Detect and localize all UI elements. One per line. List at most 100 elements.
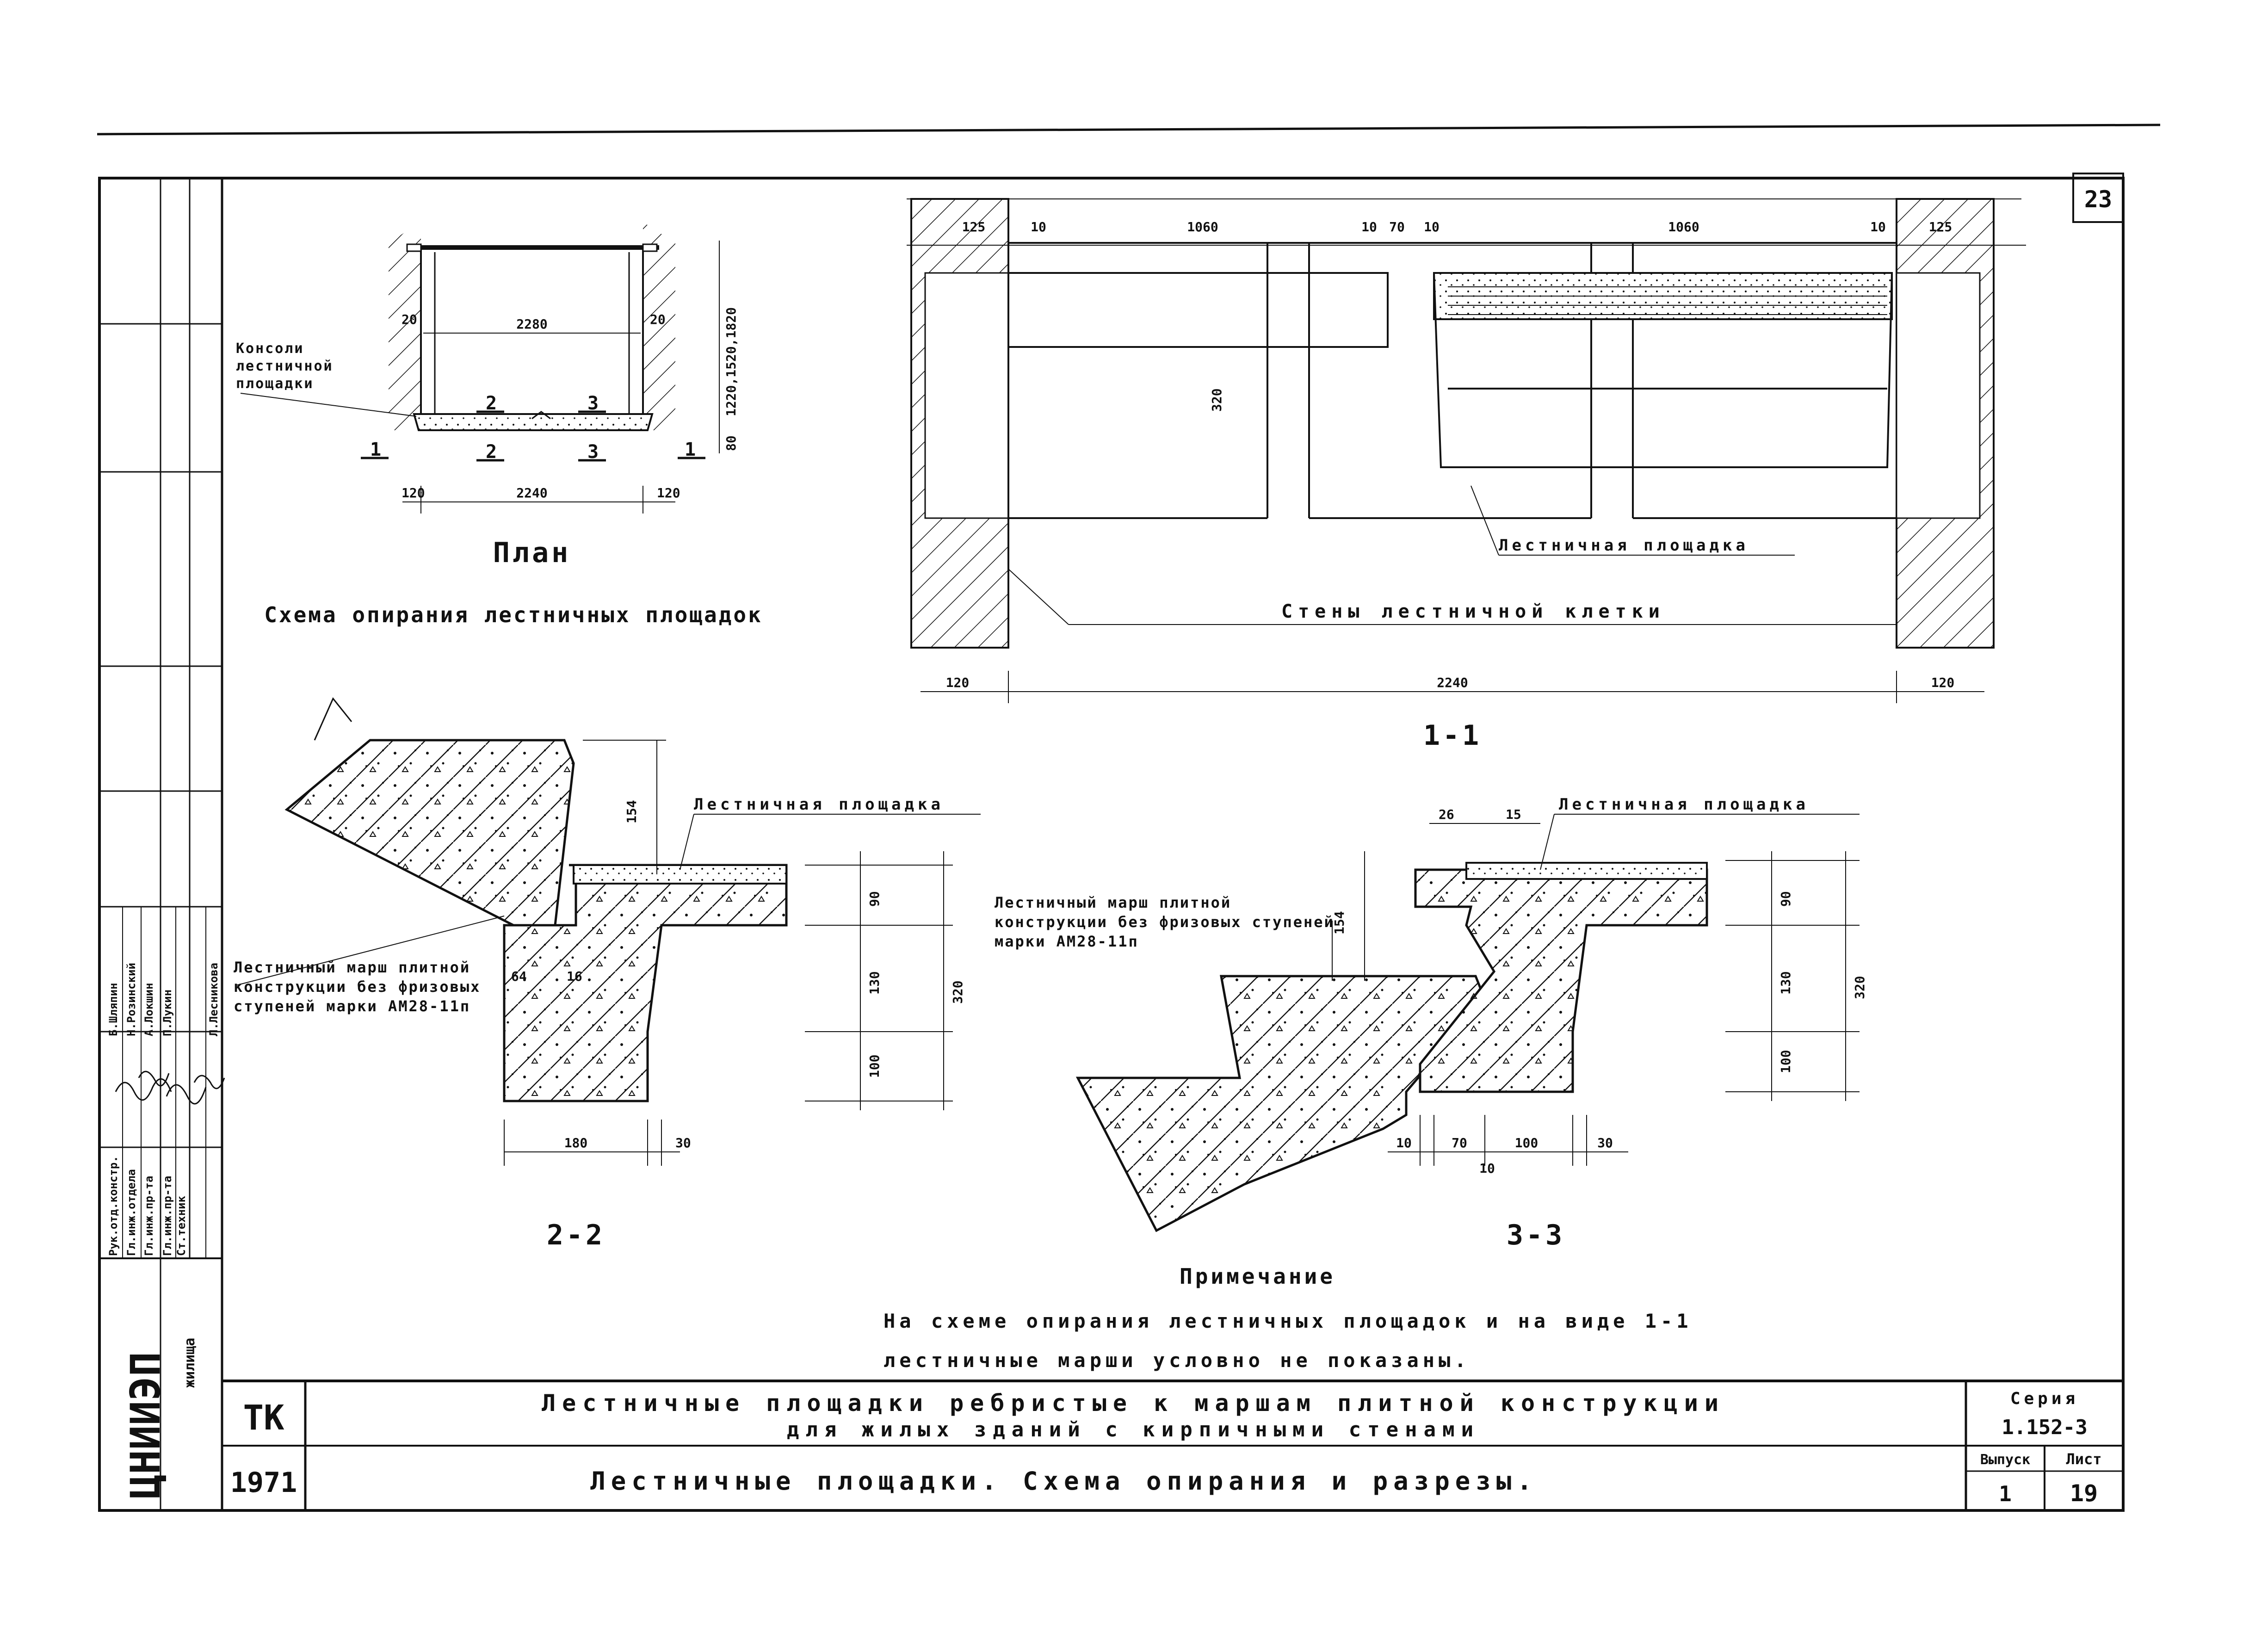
- label-1-1-walls: Стены лестничной клетки: [1281, 601, 1665, 622]
- dim-3-3-bottom-3: 30: [1597, 1135, 1613, 1151]
- dim-3-3-320: 320: [1852, 976, 1867, 999]
- dim-1-1-top-4: 70: [1389, 219, 1405, 235]
- dim-2-2-130: 130: [867, 971, 882, 995]
- dim-1-1-top-6: 1060: [1668, 219, 1699, 235]
- section-1-1-title: 1-1: [1423, 719, 1482, 752]
- dim-1-1-top-5: 10: [1424, 219, 1440, 235]
- label-2-2-flight: Лестничный марш плитной конструкции без …: [234, 959, 481, 1015]
- staff-name: Б.Шляпин: [107, 983, 120, 1036]
- dim-2-2-100: 100: [867, 1054, 882, 1078]
- section-mark-1-left: 1: [370, 439, 381, 460]
- staff-role: Гл.инж.отдела: [125, 1169, 138, 1256]
- sheet-value: 19: [2070, 1480, 2098, 1507]
- dim-1-1-bottom-left: 120: [946, 675, 970, 690]
- note-line-1: На схеме опирания лестничных площадок и …: [884, 1310, 1693, 1332]
- stamp-year: 1971: [230, 1466, 297, 1499]
- title-line-2: для жилых зданий с кирпичными стенами: [787, 1418, 1480, 1442]
- signature: [115, 1078, 172, 1101]
- staff-role: Рук.отд.констр.: [107, 1156, 120, 1256]
- staff-role: Гл.инж.пр-та: [161, 1176, 174, 1256]
- title-block: ТК 1971 Лестничные площадки ребристые к …: [222, 1380, 2123, 1510]
- dim-1-1-top-3: 10: [1361, 219, 1377, 235]
- dim-3-3-bottom-2: 100: [1515, 1135, 1538, 1151]
- dim-3-3-15: 15: [1506, 807, 1521, 822]
- section-mark-2-bottom: 2: [486, 441, 497, 463]
- plan-dim-20-right: 20: [650, 312, 666, 327]
- section-2-2-title: 2-2: [547, 1219, 605, 1251]
- plan-dim-80: 80: [723, 435, 739, 451]
- section-3-3-title: 3-3: [1507, 1219, 1565, 1251]
- plan-dim-120-left: 120: [402, 485, 425, 501]
- note-line-2: лестничные марши условно не показаны.: [884, 1349, 1470, 1372]
- left-stamp-strip: [98, 177, 225, 1512]
- section-3-3: 154 26 15 90 130 100 320 10 70 100 30 10…: [995, 795, 1867, 1251]
- dim-3-3-100: 100: [1778, 1050, 1793, 1073]
- dim-3-3-90: 90: [1778, 891, 1793, 907]
- dim-3-3-154: 154: [1332, 911, 1347, 934]
- dim-3-3-bottom-1: 70: [1452, 1135, 1467, 1151]
- staff-role: Гл.инж.пр-та: [142, 1176, 155, 1256]
- dim-2-2-16: 16: [567, 969, 582, 984]
- label-2-2-landing: Лестничная площадка: [694, 795, 944, 814]
- label-1-1-landing: Лестничная площадка: [1499, 536, 1749, 555]
- plan-view: 1 1 2 3 2 3 2280 20 20 1220,1520,1820 80…: [236, 222, 763, 627]
- plan-dim-120-right: 120: [657, 485, 680, 501]
- section-1-1: 125 10 1060 10 70 10 1060 10 125 320 Лес…: [907, 198, 2026, 752]
- plan-console-label: Консоли лестничной площадки: [236, 340, 334, 392]
- dim-2-2-180: 180: [564, 1135, 588, 1151]
- dim-1-1-height: 320: [1209, 388, 1224, 412]
- title-line-3: Лестничные площадки. Схема опирания и ра…: [590, 1466, 1538, 1496]
- stamp-org: ЦНИИЭП: [122, 1352, 169, 1499]
- signature: [193, 1075, 225, 1089]
- staff-name: А.Локшин: [142, 983, 155, 1036]
- issue-value: 1: [1999, 1481, 2012, 1506]
- label-3-3-flight: Лестничный марш плитной конструкции без …: [995, 894, 1335, 950]
- signature: [138, 1070, 170, 1087]
- note-heading: Примечание: [1180, 1264, 1335, 1289]
- dim-1-1-bottom-total: 2240: [1437, 675, 1468, 690]
- label-3-3-landing: Лестничная площадка: [1559, 795, 1809, 814]
- dim-2-2-154: 154: [624, 800, 639, 823]
- plan-dim-2240: 2240: [516, 485, 547, 501]
- section-mark-2-top: 2: [486, 393, 497, 414]
- plan-title: План: [493, 537, 571, 569]
- staff-roles: Рук.отд.констр. Гл.инж.отдела Гл.инж.пр-…: [107, 1156, 188, 1256]
- plan-dim-side: 1220,1520,1820: [723, 307, 739, 416]
- sheet-label: Лист: [2066, 1450, 2101, 1468]
- series-value: 1.152-3: [2002, 1416, 2087, 1439]
- dim-3-3-bottom-0: 10: [1396, 1135, 1412, 1151]
- staff-name: П.Лукин: [161, 990, 174, 1036]
- staff-name: Н.Розинский: [125, 963, 138, 1036]
- section-mark-3-top: 3: [587, 393, 599, 414]
- sheet-number-box: 23: [2072, 173, 2124, 223]
- dim-3-3-10b: 10: [1479, 1161, 1495, 1176]
- dim-1-1-top-7: 10: [1870, 219, 1886, 235]
- section-2-2: 90 130 100 320 154 64 16 180 30 Лестничн…: [234, 697, 981, 1251]
- dim-1-1-top-1: 10: [1031, 219, 1046, 235]
- section-mark-1-right: 1: [685, 439, 696, 460]
- stamp-org-2: жилища: [182, 1338, 198, 1388]
- note-block: Примечание На схеме опирания лестничных …: [884, 1264, 1693, 1372]
- staff-name: Л.Лесникова: [207, 963, 220, 1036]
- dim-1-1-top-2: 1060: [1187, 219, 1218, 235]
- stamp-code: ТК: [243, 1398, 284, 1438]
- plan-dim-2280: 2280: [516, 316, 547, 332]
- dim-1-1-top-0: 125: [962, 219, 986, 235]
- dim-2-2-64: 64: [511, 969, 527, 984]
- series-label: Серия: [2010, 1389, 2079, 1408]
- plan-caption: Схема опирания лестничных площадок: [264, 602, 763, 627]
- dim-1-1-bottom-right: 120: [1931, 675, 1955, 690]
- issue-label: Выпуск: [1980, 1452, 2030, 1468]
- dim-2-2-90: 90: [867, 891, 882, 907]
- title-line-1: Лестничные площадки ребристые к маршам п…: [542, 1390, 1725, 1417]
- dim-3-3-130: 130: [1778, 971, 1793, 995]
- staff-names: Б.Шляпин Н.Розинский А.Локшин П.Лукин Л.…: [107, 963, 220, 1036]
- staff-role: Ст.техник: [175, 1195, 188, 1256]
- dim-2-2-30: 30: [675, 1135, 691, 1151]
- sheet-number: 23: [2084, 186, 2112, 213]
- signature: [166, 1084, 207, 1105]
- dim-3-3-26: 26: [1439, 807, 1454, 822]
- dim-1-1-top-8: 125: [1929, 219, 1952, 235]
- section-mark-3-bottom: 3: [587, 441, 599, 463]
